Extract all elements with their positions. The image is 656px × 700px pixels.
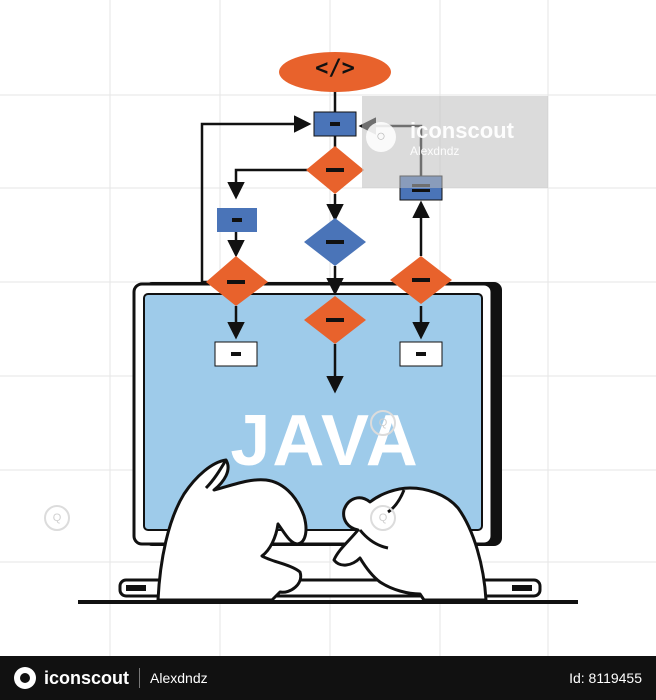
footer-asset-id: Id: 8119455 (569, 670, 642, 686)
flowchart-process-top (313, 111, 357, 137)
java-flowchart-illustration (78, 52, 578, 604)
code-tag-label: </> (315, 56, 355, 81)
code-tag-icon (279, 52, 391, 92)
footer-author[interactable]: Alexdndz (150, 670, 208, 686)
watermark-brand: iconscout (410, 118, 514, 143)
flowchart-output-right (399, 341, 443, 367)
flowchart-output-left (214, 341, 258, 367)
flowchart-decision-middle (304, 218, 366, 266)
screen-java-text: JAVA (230, 401, 420, 481)
iconscout-logo-icon[interactable] (14, 667, 36, 689)
footer-bar: iconscout Alexdndz Id: 8119455 (0, 656, 656, 700)
flowchart-decision-bottom (304, 296, 366, 344)
footer-brand[interactable]: iconscout (44, 667, 130, 688)
flowchart-process-left (217, 208, 257, 232)
watermark-author: Alexdndz (410, 144, 460, 158)
flowchart-decision-right (390, 256, 452, 304)
flowchart-decision-left (206, 256, 268, 306)
watermark-logo-icon: ○ (366, 122, 396, 152)
watermark-dot-icon: Q (44, 505, 70, 531)
watermark-dot-icon: Q (370, 410, 396, 436)
watermark-dot-icon: Q (370, 505, 396, 531)
flowchart-decision-top (306, 146, 364, 194)
footer-separator (139, 668, 141, 688)
